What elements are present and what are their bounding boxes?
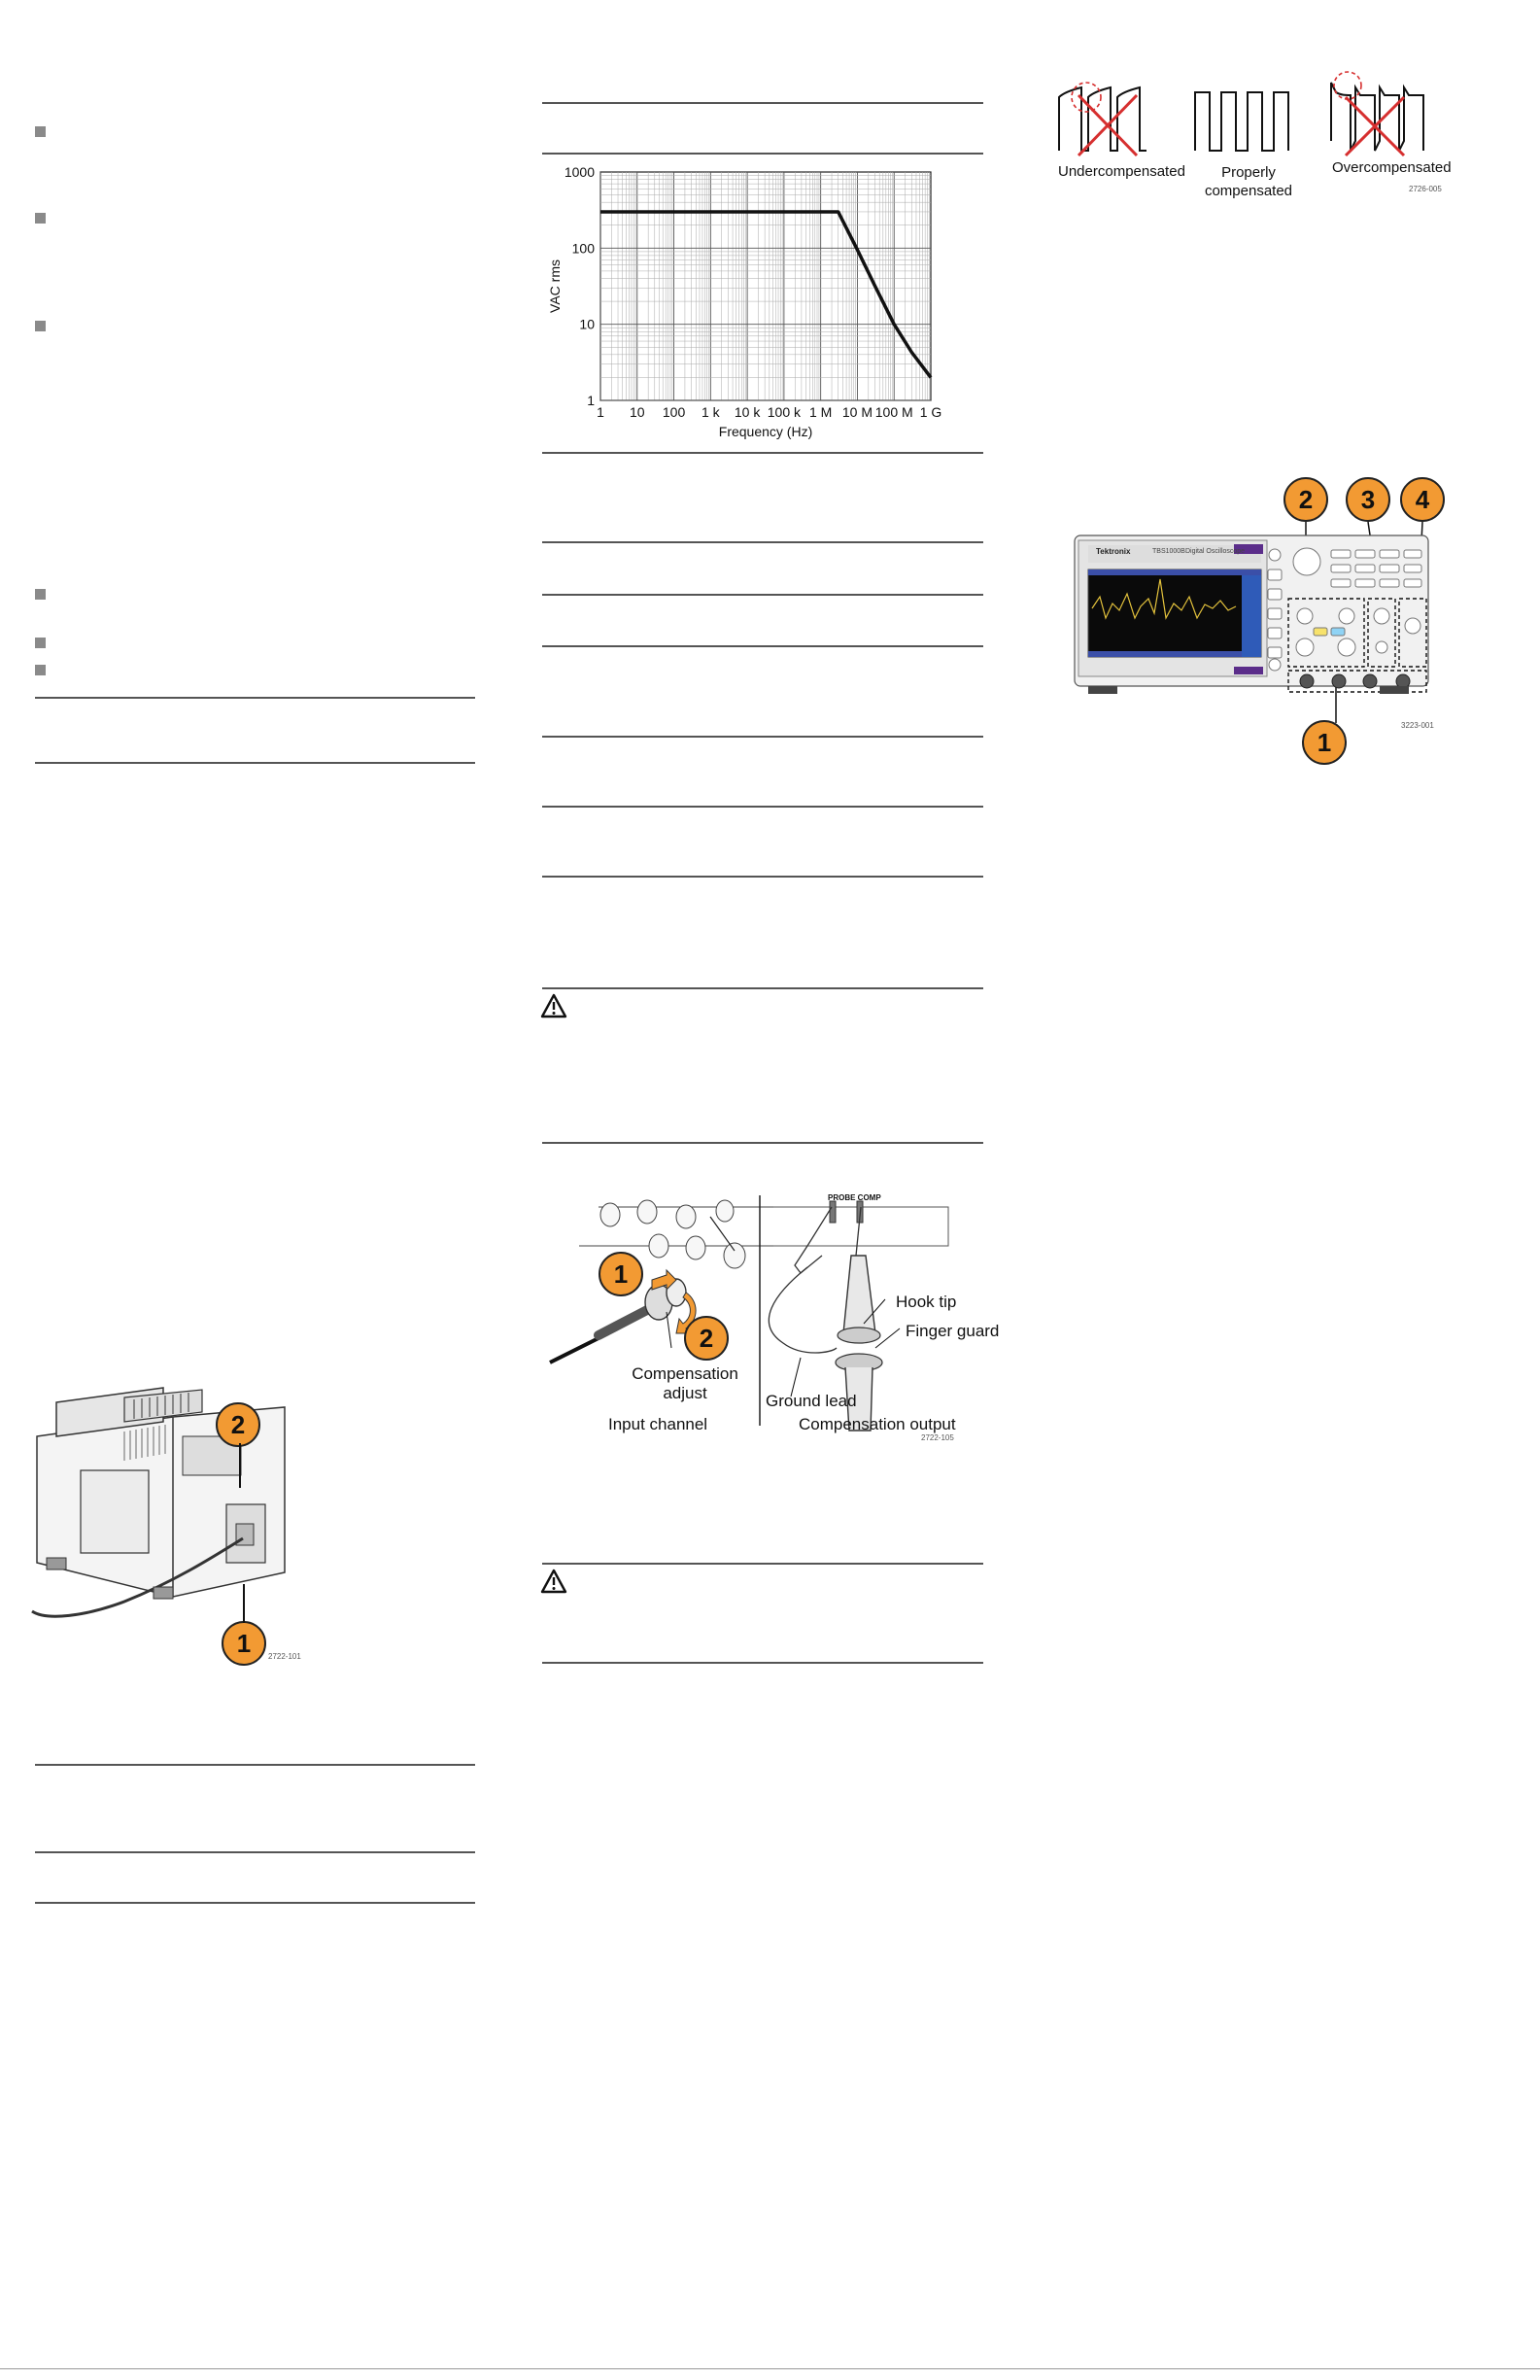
scope-callout-2: 2 bbox=[1283, 477, 1328, 522]
rear-panel-illustration bbox=[31, 1387, 286, 1618]
left-rule-5 bbox=[35, 1902, 475, 1904]
rear-callout-1: 1 bbox=[222, 1621, 266, 1666]
mid-rule-7 bbox=[542, 736, 983, 738]
left-rule-3 bbox=[35, 1764, 475, 1766]
waveforms-figure-id: 2726-005 bbox=[1409, 185, 1442, 193]
scope-product-label: Digital Oscilloscope bbox=[1185, 548, 1246, 555]
mid-rule-12 bbox=[542, 1563, 983, 1565]
x-tick-label: 100 M bbox=[875, 404, 913, 420]
scope-callout-4: 4 bbox=[1400, 477, 1445, 522]
bullet-3 bbox=[35, 321, 46, 331]
probe-figure-id: 2722-105 bbox=[921, 1433, 954, 1442]
probe-illustration bbox=[549, 1195, 949, 1431]
mid-rule-1 bbox=[542, 102, 983, 104]
scope-model-label: TBS1000B bbox=[1152, 548, 1185, 555]
waveforms-svg bbox=[1058, 71, 1424, 157]
warning-icon bbox=[540, 993, 567, 1018]
warning-icon bbox=[540, 1569, 567, 1594]
scope-brand-label: Tektronix bbox=[1096, 547, 1131, 556]
probe-callout-1: 1 bbox=[599, 1252, 643, 1296]
y-axis-label: VAC rms bbox=[547, 259, 563, 313]
rear-figure-id: 2722-101 bbox=[268, 1652, 301, 1661]
probe-compensation-figure: 1 2 Compensation adjust Input channel PR… bbox=[540, 1188, 999, 1442]
properly-compensated-label: Properly compensated bbox=[1204, 164, 1293, 199]
scope-callout-3: 3 bbox=[1346, 477, 1390, 522]
y-tick-label: 10 bbox=[579, 317, 595, 332]
ground-lead-label: Ground lead bbox=[766, 1392, 857, 1410]
rear-callout-2: 2 bbox=[216, 1402, 260, 1447]
x-tick-label: 10 M bbox=[842, 404, 873, 420]
compensation-waveforms-figure: Undercompensated Properly compensated Ov… bbox=[1054, 58, 1452, 204]
rear-leader-1 bbox=[243, 1584, 245, 1623]
mid-rule-4 bbox=[542, 541, 983, 543]
oscilloscope-front-figure: 2 3 4 bbox=[1059, 472, 1448, 765]
x-tick-label: 10 k bbox=[735, 404, 761, 420]
finger-guard-label: Finger guard bbox=[906, 1322, 1000, 1340]
y-tick-label: 100 bbox=[572, 240, 596, 256]
compensation-output-label: Compensation output bbox=[799, 1415, 956, 1433]
probe-comp-label: PROBE COMP bbox=[828, 1193, 881, 1202]
derating-series-line bbox=[600, 210, 933, 379]
plot-area bbox=[599, 171, 932, 401]
input-channel-label: Input channel bbox=[608, 1415, 708, 1433]
rear-leader-2 bbox=[239, 1443, 241, 1488]
x-axis-label: Frequency (Hz) bbox=[719, 424, 812, 439]
bullet-2 bbox=[35, 213, 46, 224]
bullet-4 bbox=[35, 589, 46, 600]
mid-rule-9 bbox=[542, 876, 983, 878]
left-rule-4 bbox=[35, 1851, 475, 1853]
scope-figure-id: 3223-001 bbox=[1401, 721, 1434, 730]
scope-svg bbox=[1074, 521, 1429, 723]
y-tick-label: 1000 bbox=[565, 164, 595, 180]
x-tick-label: 1 bbox=[597, 404, 604, 420]
mid-rule-13 bbox=[542, 1662, 983, 1664]
mid-rule-5 bbox=[542, 594, 983, 596]
mid-rule-10 bbox=[542, 987, 983, 989]
mid-rule-2 bbox=[542, 153, 983, 155]
left-rule-1 bbox=[35, 697, 475, 699]
mid-rule-8 bbox=[542, 806, 983, 808]
undercompensated-label: Undercompensated bbox=[1058, 163, 1185, 180]
mid-rule-6 bbox=[542, 645, 983, 647]
x-tick-label: 10 bbox=[630, 404, 645, 420]
bullet-1 bbox=[35, 126, 46, 137]
x-tick-label: 1 k bbox=[702, 404, 721, 420]
mid-rule-11 bbox=[542, 1142, 983, 1144]
x-tick-label: 100 bbox=[663, 404, 686, 420]
scope-callout-1: 1 bbox=[1302, 720, 1347, 765]
overcompensated-label: Overcompensated bbox=[1332, 159, 1452, 176]
page-bottom-rule bbox=[0, 2368, 1540, 2369]
compensation-adjust-label: Compensation adjust bbox=[632, 1364, 738, 1402]
y-tick-label: 1 bbox=[587, 393, 595, 408]
x-tick-label: 100 k bbox=[768, 404, 802, 420]
hook-tip-label: Hook tip bbox=[896, 1293, 957, 1311]
bullet-6 bbox=[35, 665, 46, 675]
bullet-5 bbox=[35, 638, 46, 648]
probe-callout-2: 2 bbox=[684, 1316, 729, 1361]
mid-rule-3 bbox=[542, 452, 983, 454]
left-rule-2 bbox=[35, 762, 475, 764]
x-tick-label: 1 G bbox=[920, 404, 942, 420]
rear-panel-figure: 2 1 2722-101 bbox=[27, 1378, 309, 1679]
x-tick-label: 1 M bbox=[809, 404, 832, 420]
